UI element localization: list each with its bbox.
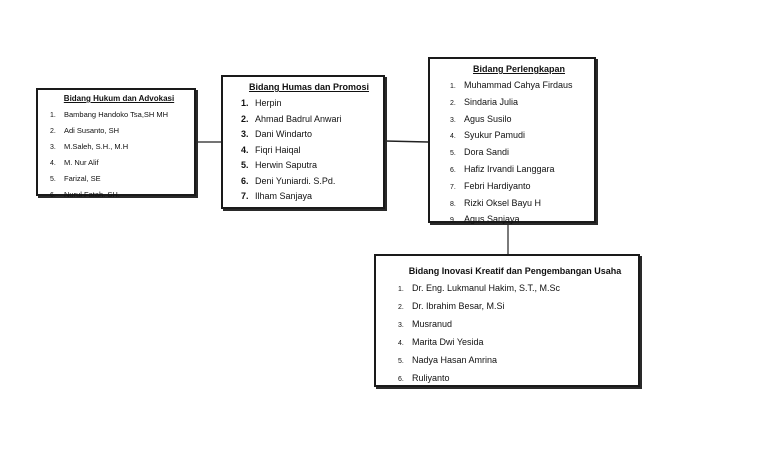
item-number: 4. [398,340,404,347]
list-item: 2. Ahmad Badrul Anwari [241,112,377,128]
item-number: 1. [398,286,404,293]
list-item: 4. M. Nur Alif [50,155,188,171]
list-item: 3. Agus Susilo [450,112,588,129]
box-bidang-hukum: Bidang Hukum dan Advokasi 1. Bambang Hand… [36,88,196,199]
list-item: 2. Dr. Ibrahim Besar, M.Si [398,298,632,316]
list-item: 6. Ruliyanto [398,370,632,388]
list-item: 1. Muhammad Cahya Firdaus [450,78,588,95]
list-item: 3. M.Saleh, S.H., M.H [50,139,188,155]
member-name: Bambang Handoko Tsa,SH MH [64,110,169,119]
member-name: Herpin [255,98,282,108]
item-number: 1. [50,112,56,119]
member-name: Rizki Oksel Bayu H [464,197,542,208]
box-title: Bidang Inovasi Kreatif dan Pengembangan … [408,266,622,276]
member-name: M.Saleh, S.H., M.H [64,142,129,151]
list-item: 9. Agus Sanjaya [450,212,588,229]
item-number: 9. [450,217,456,225]
item-number: 1. [450,83,456,90]
list-item: 4. Syukur Pamudi [450,128,588,145]
item-number: 3. [398,322,404,329]
item-number: 6. [50,192,56,199]
item-number: 8. [450,200,456,208]
member-list: 1. Bambang Handoko Tsa,SH MH 2. Adi Susant… [50,107,188,203]
item-number: 4. [50,160,56,167]
member-name: M. Nur Alif [64,158,99,167]
member-name: Dani Windarto [255,129,313,139]
list-item: 7. Febri Hardiyanto [450,179,588,196]
item-number: 7. [241,191,249,201]
list-item: 8. Rizki Oksel Bayu H [450,196,588,213]
member-name: Herwin Saputra [255,160,318,170]
list-item: 3. Musranud [398,316,632,334]
member-name: Hafiz Irvandi Langgara [464,163,555,174]
list-item: 1. Bambang Handoko Tsa,SH MH [50,107,188,123]
list-item: 6. Nurul Fatah. SH. [50,187,188,203]
list-item: 2. Sindaria Julia [450,95,588,112]
item-number: 6. [450,166,456,174]
box-title: Bidang Perlengkapan [472,64,566,74]
member-name: Agus Sanjaya [464,214,520,225]
member-name: Ruliyanto [412,373,450,383]
member-list: 1. Muhammad Cahya Firdaus 2. Sindaria Juli… [450,78,588,229]
box-title: Bidang Humas dan Promosi [248,82,370,92]
list-item: 1. Dr. Eng. Lukmanul Hakim, S.T., M.Sc [398,280,632,298]
member-list: 1. Dr. Eng. Lukmanul Hakim, S.T., M.Sc 2.… [398,280,632,388]
member-name: Nadya Hasan Amrina [412,355,498,365]
item-number: 2. [450,99,456,107]
member-name: Marita Dwi Yesida [412,337,484,347]
list-item: 1. Herpin [241,96,377,112]
member-name: Nurul Fatah. SH. [64,190,120,199]
member-name: Agus Susilo [464,113,512,124]
item-number: 5. [398,358,404,365]
item-number: 4. [241,144,249,155]
list-item: 4. Marita Dwi Yesida [398,334,632,352]
list-item: 4. Fiqri Haiqal [241,143,377,159]
list-item: 5. Herwin Saputra [241,158,377,174]
member-name: Muhammad Cahya Firdaus [464,80,573,90]
member-name: Dr. Ibrahim Besar, M.Si [412,301,505,311]
item-number: 2. [398,304,404,311]
item-number: 5. [241,160,249,170]
member-name: Ilham Sanjaya [255,191,313,201]
member-name: Syukur Pamudi [464,130,526,141]
item-number: 7. [450,183,456,191]
member-name: Dora Sandi [464,147,510,158]
member-list: 1. Herpin 2. Ahmad Badrul Anwari 3. Dani Wi… [241,96,377,205]
list-item: 2. Adi Susanto, SH [50,123,188,139]
item-number: 2. [50,128,56,135]
list-item: 5. Nadya Hasan Amrina [398,352,632,370]
list-item: 3. Dani Windarto [241,127,377,143]
member-name: Adi Susanto, SH [64,126,120,135]
box-bidang-perlengkapan: Bidang Perlengkapan 1. Muhammad Cahya Fir… [428,57,596,224]
list-item: 6. Hafiz Irvandi Langgara [450,162,588,179]
item-number: 4. [450,133,456,141]
list-item: 5. Dora Sandi [450,145,588,162]
member-name: Musranud [412,319,453,329]
member-name: Deni Yuniardi. S.Pd. [255,175,336,186]
item-number: 3. [450,116,456,124]
member-name: Ahmad Badrul Anwari [255,113,342,124]
item-number: 2. [241,113,249,124]
box-bidang-inovasi: Bidang Inovasi Kreatif dan Pengembangan … [374,254,640,387]
item-number: 6. [241,175,249,186]
item-number: 5. [50,176,56,183]
box-bidang-humas: Bidang Humas dan Promosi 1. Herpin 2. Ahma… [221,75,385,209]
item-number: 1. [241,98,249,108]
member-name: Fiqri Haiqal [255,144,301,155]
box-title: Bidang Hukum dan Advokasi [63,94,175,103]
item-number: 3. [241,129,249,139]
item-number: 5. [450,150,456,158]
list-item: 6. Deni Yuniardi. S.Pd. [241,174,377,190]
list-item: 7. Ilham Sanjaya [241,189,377,205]
member-name: Farizal, SE [64,174,101,183]
item-number: 6. [398,376,404,383]
member-name: Sindaria Julia [464,96,519,107]
item-number: 3. [50,144,56,151]
list-item: 5. Farizal, SE [50,171,188,187]
member-name: Febri Hardiyanto [464,180,531,191]
connector-humas-perlengkapan [384,140,429,143]
member-name: Dr. Eng. Lukmanul Hakim, S.T., M.Sc [412,283,561,293]
